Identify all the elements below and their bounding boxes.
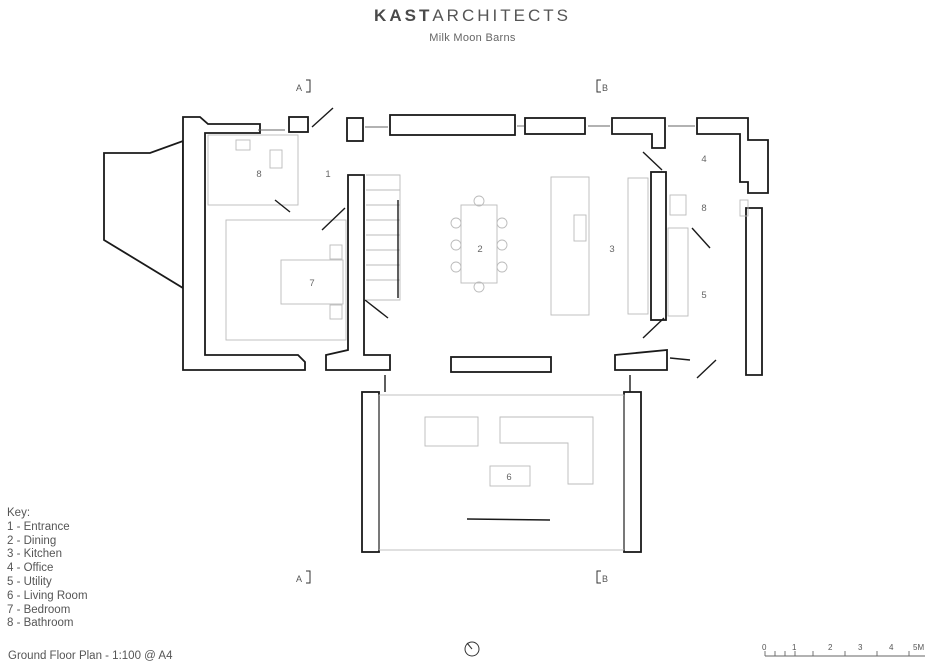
room-label-entrance: 1 (325, 169, 330, 180)
section-label-a-bottom: A (296, 574, 302, 584)
bathroom-outline (207, 134, 299, 206)
wall-segment (389, 114, 516, 136)
basin (235, 139, 251, 151)
section-marker-a-bottom (306, 570, 311, 584)
scale-label: 0 (762, 643, 767, 652)
section-marker-b-bottom (596, 570, 601, 584)
legend-item: 1 - Entrance (7, 520, 70, 533)
coffee-table (489, 465, 531, 487)
brand-bold: KAST (374, 6, 433, 25)
east-wall (745, 207, 763, 376)
basin (739, 199, 749, 217)
sliding-door (466, 518, 551, 521)
section-marker-b-top (596, 79, 601, 93)
corner-sofa (499, 416, 594, 485)
chair (496, 239, 508, 251)
legend-item: 4 - Office (7, 562, 54, 575)
plan-caption: Ground Floor Plan - 1:100 @ A4 (8, 650, 173, 662)
living-room-outline (378, 394, 625, 551)
scale-label: 4 (889, 643, 894, 652)
room-label-bedroom: 7 (309, 278, 314, 289)
central-wall (325, 174, 391, 371)
door-swing (642, 151, 663, 171)
section-label-a-top: A (296, 83, 302, 93)
north-arrow-icon (464, 641, 480, 657)
west-wing-wall (182, 116, 306, 371)
room-label-dining: 2 (477, 244, 482, 255)
brand-rest: ARCHITECTS (432, 6, 571, 25)
legend-item: 2 - Dining (7, 534, 57, 547)
legend-item: 7 - Bedroom (7, 603, 71, 616)
annex-wall (103, 139, 184, 290)
room-label-office: 4 (701, 154, 706, 165)
scale-label: 3 (858, 643, 863, 652)
sink (573, 214, 587, 242)
utility-counter (667, 227, 689, 317)
legend-title: Key: (7, 507, 31, 519)
section-marker-a-top (306, 79, 311, 93)
legend-key: Key: 1 - Entrance 2 - Dining 3 - Kitchen… (7, 507, 88, 631)
bedside-table (329, 244, 343, 260)
door-swing (691, 227, 711, 249)
chair (450, 217, 462, 229)
room-label-kitchen: 3 (609, 244, 614, 255)
wall-segment (450, 356, 552, 373)
toilet (669, 194, 687, 216)
living-wall-east (623, 391, 642, 553)
living-wall-west (361, 391, 380, 553)
project-title: Milk Moon Barns (429, 32, 516, 44)
staircase (366, 174, 401, 301)
legend-item: 6 - Living Room (7, 589, 88, 602)
chair (496, 217, 508, 229)
chair (496, 261, 508, 273)
chair (450, 239, 462, 251)
legend-item: 8 - Bathroom (7, 617, 74, 630)
legend-item: 3 - Kitchen (7, 548, 62, 561)
room-label-bathroom-left: 8 (256, 169, 261, 180)
wall-segment (611, 117, 666, 149)
section-label-b-top: B (602, 83, 608, 93)
scale-label: 1 (792, 643, 797, 652)
kitchen-partition (650, 171, 667, 321)
legend-item: 5 - Utility (7, 575, 52, 588)
kitchen-island (550, 176, 590, 316)
header: KASTARCHITECTS Milk Moon Barns (0, 6, 945, 44)
section-label-b-bottom: B (602, 574, 608, 584)
room-label-utility: 5 (701, 290, 706, 301)
chair (473, 281, 485, 293)
door-swing (321, 207, 346, 231)
wall-pier (288, 116, 309, 133)
east-wall (696, 117, 769, 194)
room-label-living-room: 6 (506, 472, 511, 483)
door-swing (311, 107, 334, 128)
room-label-bathroom-right: 8 (701, 203, 706, 214)
scale-label: 2 (828, 643, 833, 652)
wall-segment (524, 117, 586, 135)
bedroom-outline (225, 219, 347, 341)
scale-label: 5M (913, 643, 924, 652)
wall-segment (614, 349, 668, 371)
door-swing (669, 357, 691, 361)
bed (280, 259, 344, 305)
brand-logo: KASTARCHITECTS (0, 6, 945, 26)
door-swing (642, 317, 665, 339)
chair (450, 261, 462, 273)
sofa (424, 416, 479, 447)
bedside-table (329, 304, 343, 320)
toilet (269, 149, 283, 169)
door-swing (274, 199, 291, 213)
stair-treads (366, 189, 400, 281)
kitchen-counter (627, 177, 649, 315)
chair (473, 195, 485, 207)
door-swing (696, 359, 717, 379)
door-swing (364, 299, 389, 319)
scale-bar: 0 1 2 3 4 5M (762, 643, 925, 657)
wall-segment (346, 117, 364, 142)
